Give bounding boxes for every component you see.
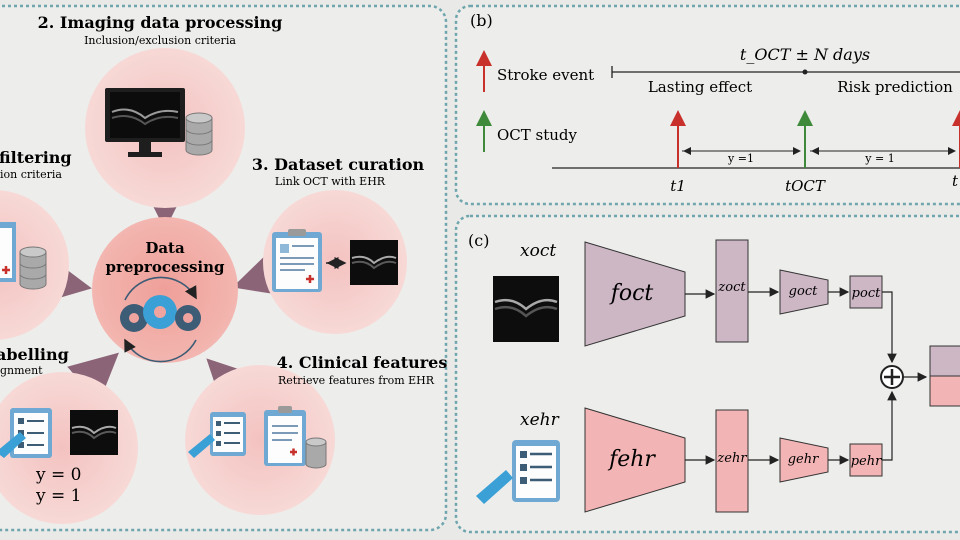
clinical-checklist-icon (188, 412, 246, 458)
g-oct-label: goct (789, 284, 818, 299)
panel-b-tag: (b) (470, 11, 493, 30)
x-ehr-label: xehr (520, 410, 560, 430)
gap1-label: y =1 (727, 152, 754, 165)
monitor-icon (105, 88, 185, 157)
risk-prediction-label: Risk prediction (837, 78, 953, 96)
output-ehr (849, 443, 883, 477)
oct-scan-image-5 (70, 410, 118, 455)
step2-subtitle: Inclusion/exclusion criteria (84, 34, 236, 47)
lasting-effect-label: Lasting effect (648, 78, 752, 96)
labelling-checklist-icon (0, 408, 52, 458)
encoder-ehr (584, 407, 686, 513)
oct-scan-image-3 (350, 240, 398, 285)
fused-bottom (929, 375, 960, 407)
embedding-oct (715, 239, 749, 343)
step4-title: 4. Clinical features (277, 353, 448, 372)
center-label-line2: preprocessing (106, 258, 226, 276)
gears-icon (120, 276, 201, 363)
step3-title: 3. Dataset curation (252, 155, 425, 174)
t-right-label: t (952, 172, 959, 190)
ehr-input-icon (476, 440, 560, 504)
label-y0: y = 0 (35, 465, 81, 485)
encoder-oct (584, 241, 686, 347)
step5-subtitle: gnment (0, 364, 43, 377)
fusion-sum-icon (880, 365, 904, 389)
gap2-label: y = 1 (864, 152, 894, 165)
f-ehr-label: fehr (607, 447, 656, 472)
toct-label: tOCT (785, 177, 826, 195)
legend-stroke-text: Stroke event (497, 66, 594, 84)
database-icon (185, 112, 213, 156)
ehr-clipboard-icon (264, 406, 327, 469)
legend-oct-text: OCT study (497, 126, 578, 144)
head-oct (779, 269, 829, 315)
step1-icons (0, 222, 47, 290)
p-oct-label: poct (852, 286, 881, 301)
z-ehr-label: zehr (716, 451, 747, 466)
clipboard-icon (272, 229, 322, 292)
head-ehr (779, 437, 829, 483)
step4-subtitle: Retrieve features from EHR (278, 374, 435, 387)
panel-c-border (454, 214, 960, 534)
step2-title: 2. Imaging data processing (38, 13, 283, 32)
step1-title: filtering (0, 148, 72, 167)
x-oct-label: xoct (520, 241, 556, 261)
label-y1: y = 1 (35, 486, 81, 506)
center-label-line1: Data (145, 239, 185, 257)
z-oct-label: zoct (717, 280, 746, 295)
g-ehr-label: gehr (788, 452, 819, 467)
oct-input-image (493, 276, 559, 342)
f-oct-label: foct (609, 281, 654, 306)
p-ehr-label: pehr (851, 454, 882, 469)
t1-label: t1 (670, 177, 686, 195)
step1-subtitle: ion criteria (0, 168, 62, 181)
panel-b-border (454, 4, 960, 206)
circle-step4 (185, 365, 335, 515)
panel-c-tag: (c) (468, 231, 489, 250)
window-label: t_OCT ± N days (740, 45, 870, 64)
fused-top (929, 345, 960, 377)
embedding-ehr (715, 409, 749, 513)
step3-subtitle: Link OCT with EHR (275, 175, 386, 188)
step5-title: abelling (0, 345, 69, 364)
